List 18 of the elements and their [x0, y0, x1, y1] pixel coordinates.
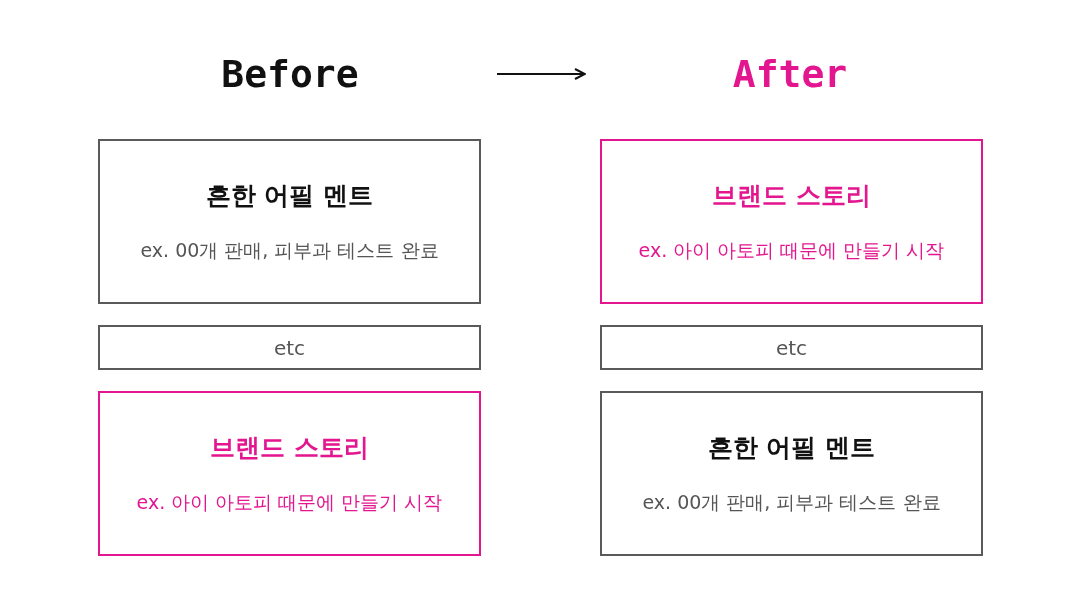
box-text: etc [775, 335, 808, 360]
box-heading: 브랜드 스토리 [712, 180, 871, 212]
example-text: ex. 00개 판매, 피부과 테스트 완료 [140, 238, 439, 263]
etc-box [600, 325, 983, 370]
message-box [98, 391, 481, 556]
message-box [600, 391, 983, 556]
column-heading: After [732, 52, 848, 96]
message-box [600, 139, 983, 304]
box-heading: 흔한 어필 멘트 [205, 180, 374, 212]
message-box [98, 139, 481, 304]
example-text: ex. 아이 아토피 때문에 만들기 시작 [638, 238, 945, 263]
example-text: ex. 아이 아토피 때문에 만들기 시작 [136, 490, 443, 515]
box-text: etc [273, 335, 306, 360]
box-heading: 흔한 어필 멘트 [707, 432, 876, 464]
etc-box [98, 325, 481, 370]
box-heading: 브랜드 스토리 [210, 432, 369, 464]
example-text: ex. 00개 판매, 피부과 테스트 완료 [642, 490, 941, 515]
column-heading: Before [221, 52, 359, 96]
